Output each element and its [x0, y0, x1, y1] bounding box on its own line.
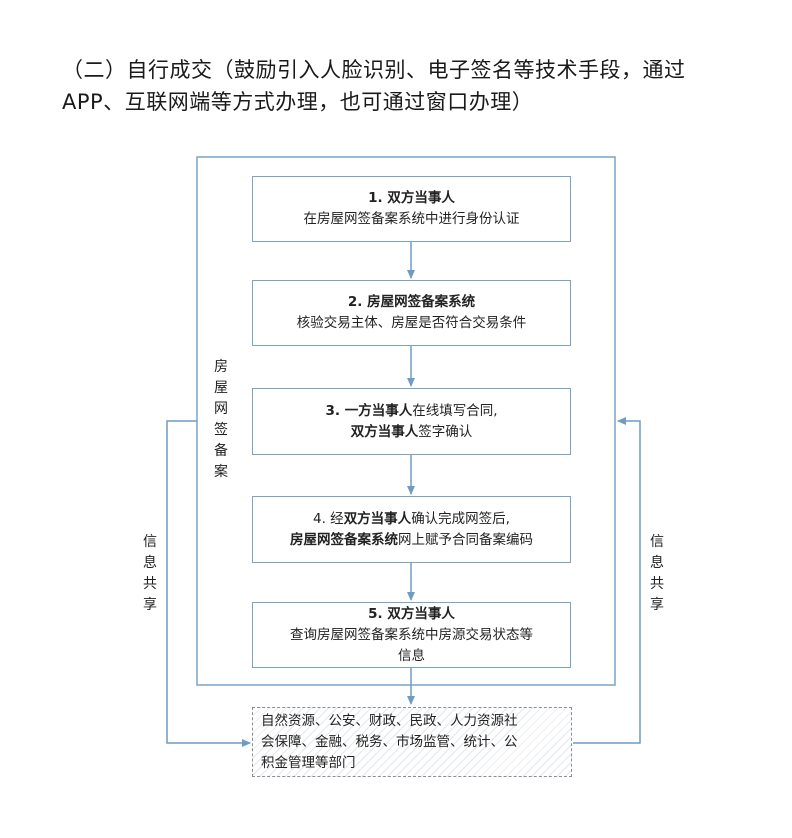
info-share-left-label: 信息共享 — [143, 534, 157, 613]
departments-line-2: 会保障、金融、税务、市场监管、统计、公 — [261, 733, 518, 750]
departments-line-3: 积金管理等部门 — [261, 754, 356, 771]
step-4-box: 4. 经双方当事人确认完成网签后, 房屋网签备案系统网上赋予合同备案编码 — [252, 496, 571, 563]
step-4-bold-2: 房屋网签备案系统 — [290, 531, 398, 548]
step-2-text: 核验交易主体、房屋是否符合交易条件 — [296, 315, 527, 331]
departments-line-1: 自然资源、公安、财政、民政、人力资源社 — [261, 712, 518, 729]
step-3-box: 3. 一方当事人在线填写合同, 双方当事人签字确认 — [252, 388, 571, 455]
step-2-title: 2. 房屋网签备案系统 — [347, 294, 476, 310]
info-share-right-label: 信息共享 — [650, 534, 664, 613]
right-share-line — [573, 417, 641, 744]
step-3-bold-1: 3. 一方当事人 — [325, 402, 413, 419]
step-4-pre: 4. 经 — [313, 510, 344, 527]
step-3-bold-2: 双方当事人 — [350, 423, 419, 440]
heading-line-1: （二）自行成交（鼓励引入人脸识别、电子签名等技术手段，通过 — [62, 58, 686, 82]
left-share-line — [166, 420, 251, 747]
page-heading: （二）自行成交（鼓励引入人脸识别、电子签名等技术手段，通过 APP、互联网端等方… — [62, 54, 762, 118]
heading-line-2: APP、互联网端等方式办理，也可通过窗口办理） — [62, 90, 534, 114]
step-5-title: 5. 双方当事人 — [368, 605, 455, 622]
step-1-box: 1. 双方当事人 在房屋网签备案系统中进行身份认证 — [252, 176, 571, 242]
step-1-title: 1. 双方当事人 — [368, 190, 455, 206]
step-3-text-1: 在线填写合同, — [412, 402, 498, 419]
step-5-box: 5. 双方当事人 查询房屋网签备案系统中房源交易状态等 信息 — [252, 602, 571, 668]
step-5-text-2: 信息 — [398, 647, 425, 664]
step-1-text: 在房屋网签备案系统中进行身份认证 — [303, 211, 520, 227]
departments-box: 自然资源、公安、财政、民政、人力资源社 会保障、金融、税务、市场监管、统计、公 … — [252, 707, 572, 777]
step-3-text-2: 签字确认 — [418, 423, 473, 440]
step-4-bold-1: 双方当事人 — [343, 510, 412, 527]
step-2-box: 2. 房屋网签备案系统 核验交易主体、房屋是否符合交易条件 — [252, 280, 571, 346]
step-4-text-2: 网上赋予合同备案编码 — [398, 531, 533, 548]
step-4-text-1: 确认完成网签后, — [411, 510, 510, 527]
step-5-text: 查询房屋网签备案系统中房源交易状态等 — [290, 626, 533, 643]
system-label: 房屋网签备案 — [214, 359, 228, 480]
